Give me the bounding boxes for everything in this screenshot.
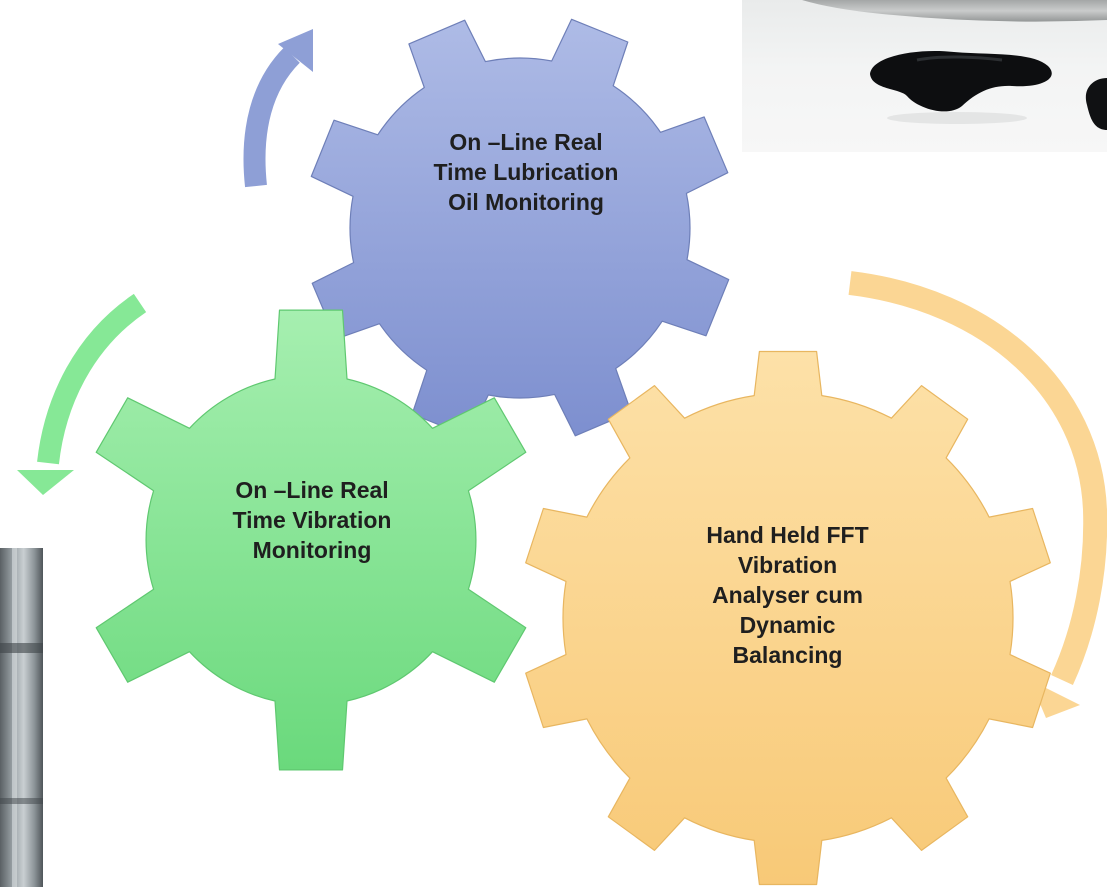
arrow-green (17, 293, 147, 495)
arrow-blue-head (278, 29, 313, 72)
gear-blue (310, 18, 730, 438)
pipe-illustration (0, 548, 43, 887)
arrow-blue-body (243, 47, 301, 188)
gear-green (95, 309, 527, 771)
gear-green-label: On –Line Real Time Vibration Monitoring (232, 477, 392, 563)
gear-orange (525, 350, 1051, 886)
oil-drops-photo (742, 0, 1107, 152)
gear-blue-label: On –Line Real Time Lubrication Oil Monit… (433, 129, 619, 215)
arrow-green-body (37, 293, 147, 465)
arrow-green-head (17, 470, 74, 495)
gear-orange-label: Hand Held FFT Vibration Analyser cum Dyn… (706, 522, 869, 668)
arrow-orange-body (848, 271, 1107, 686)
pipe-photo (0, 548, 43, 887)
arrow-blue (243, 29, 313, 188)
oil-drops-illustration (802, 0, 1107, 130)
